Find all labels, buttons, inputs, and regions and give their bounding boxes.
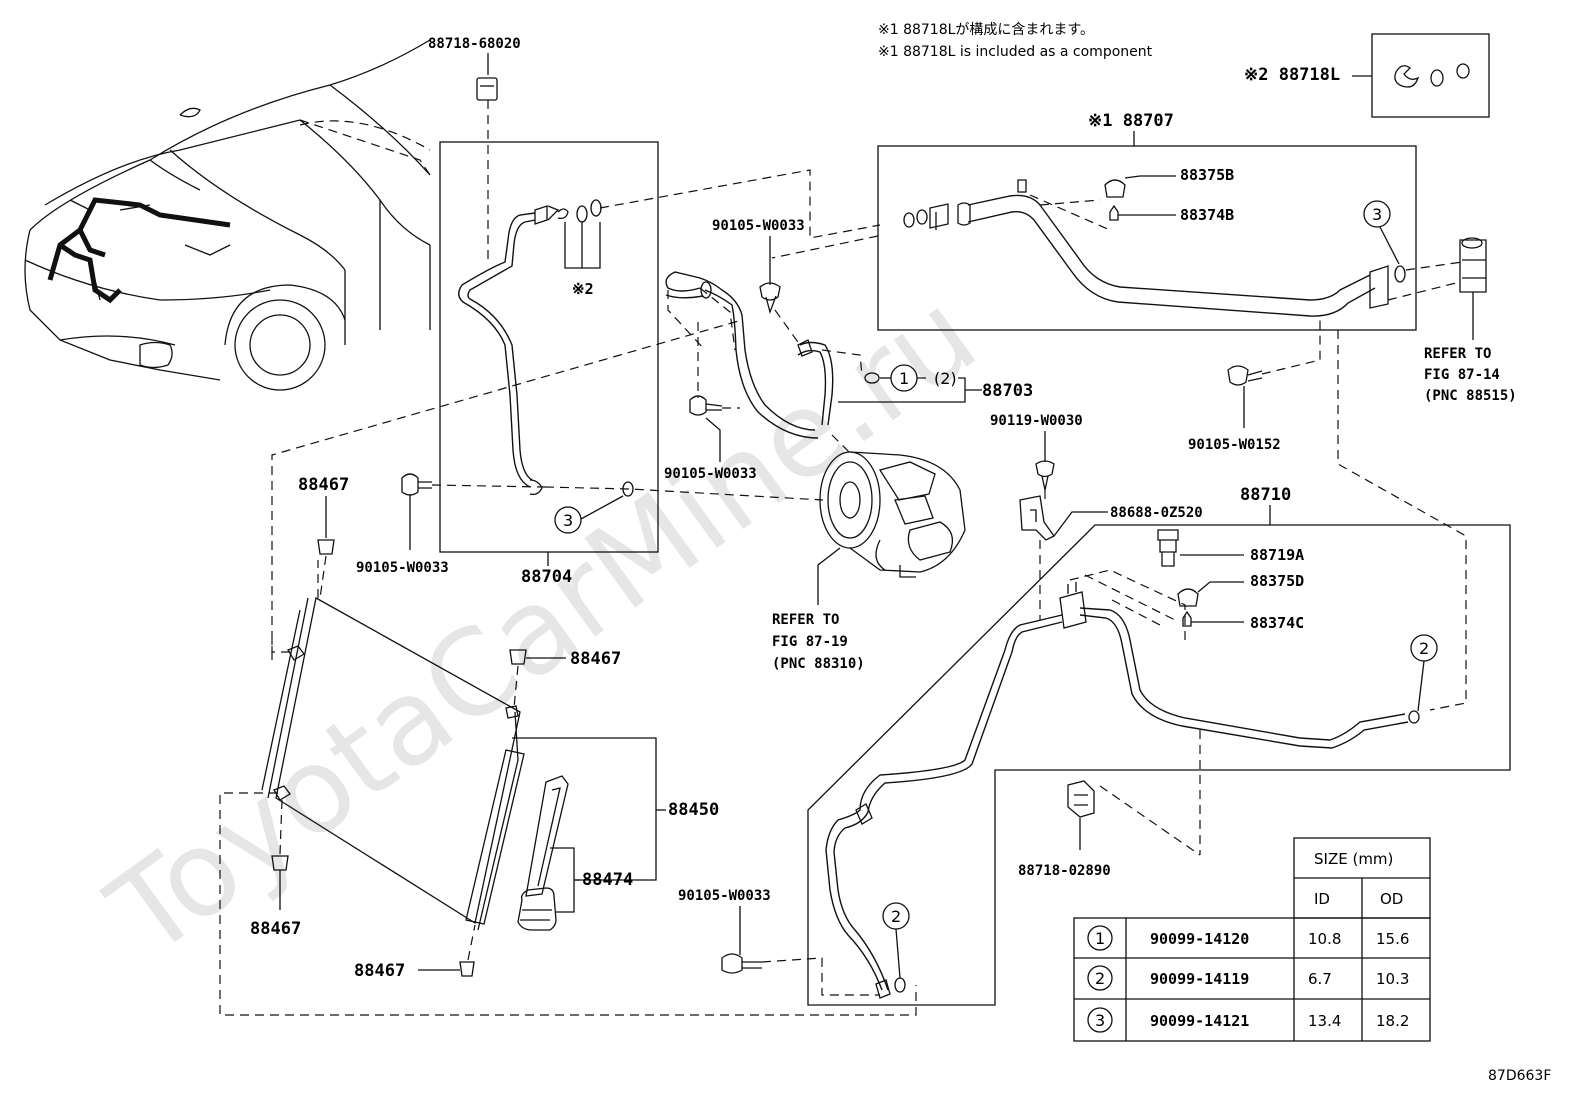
label-88467-a: 88467 (298, 475, 349, 495)
condenser (219, 319, 917, 1016)
size-table-row: 1 90099-14120 10.8 15.6 (1087, 925, 1409, 951)
part-88474: 88474 (517, 775, 633, 931)
label-88467-b: 88467 (570, 649, 621, 669)
part-88467-a: 88467 (298, 475, 349, 599)
callout-2b-text: 2 (891, 907, 901, 926)
part-88710: 88710 2 2 (807, 485, 1511, 1006)
callout-1-text: 1 (899, 369, 909, 388)
part-88718-02890: 88718-02890 (1018, 780, 1111, 879)
label-88374B: 88374B (1180, 206, 1234, 224)
label-88718L: ※2 88718L (1244, 65, 1340, 85)
label-90119-W0030: 90119-W0030 (990, 413, 1083, 429)
vehicle-illustration (24, 39, 431, 391)
row-part: 90099-14119 (1150, 970, 1249, 988)
callout-3b (1363, 200, 1391, 228)
bolt-90105-W0152: 90105-W0152 (1188, 318, 1321, 453)
part-88450: 88450 (512, 737, 719, 881)
part-88688-0Z520: 88688-0Z520 (1019, 495, 1203, 620)
label-90105-W0033-d: 90105-W0033 (678, 888, 771, 904)
part-88467-b: 88467 (509, 649, 621, 709)
row-od: 18.2 (1376, 1012, 1409, 1030)
part-88703: 1 (2) 88703 (665, 271, 1033, 439)
callout-2a-text: 2 (1419, 639, 1429, 658)
label-88703: 88703 (982, 381, 1033, 401)
part-88718-68020: 88718-68020 (428, 36, 521, 265)
row-part: 90099-14121 (1150, 1012, 1249, 1030)
row-id: 6.7 (1308, 970, 1332, 988)
label-88703-qty: (2) (934, 369, 957, 388)
size-table-title: SIZE (mm) (1314, 850, 1393, 868)
label-90105-W0033-c: 90105-W0033 (664, 466, 757, 482)
figure-code: 87D663F (1488, 1068, 1551, 1084)
part-88707: ※1 88707 3 88375B 88374B (877, 111, 1417, 331)
size-table: SIZE (mm) ID OD 1 90099-14120 10.8 15.6 … (1073, 837, 1431, 1042)
label-88710: 88710 (1240, 485, 1291, 505)
label-88467-c: 88467 (250, 919, 301, 939)
bolt-90105-W0033-mid: 90105-W0033 (664, 322, 757, 482)
refer-fig-87-14: REFER TO FIG 87-14 (PNC 88515) (1424, 346, 1517, 404)
part-88719A: 88719A (1157, 529, 1304, 567)
refer-fig-87-19: REFER TO FIG 87-19 (PNC 88310) (772, 612, 865, 672)
row-id: 13.4 (1308, 1012, 1341, 1030)
label-90105-W0033-b: 90105-W0033 (712, 218, 805, 234)
callout-3 (554, 506, 582, 534)
label-90105-W0033-a: 90105-W0033 (356, 560, 449, 576)
bolt-90119-W0030: 90119-W0030 (990, 413, 1083, 500)
label-88719A: 88719A (1250, 546, 1304, 564)
part-88467-c: 88467 (250, 799, 301, 939)
label-88450: 88450 (668, 800, 719, 820)
label-88688: 88688-0Z520 (1110, 505, 1203, 521)
row-mark: 3 (1095, 1011, 1105, 1030)
part-88375D: 88375D (1177, 572, 1304, 607)
bolt-90105-W0033-upper: 90105-W0033 (712, 218, 805, 346)
expansion-valve: REFER TO FIG 87-14 (PNC 88515) (1387, 237, 1517, 404)
row-id: 10.8 (1308, 930, 1341, 948)
label-88718-02890: 88718-02890 (1018, 863, 1111, 879)
watermark: ToyotaCarMine.ru (85, 265, 1001, 983)
label-88374C: 88374C (1250, 614, 1304, 632)
label-90105-W0152: 90105-W0152 (1188, 437, 1281, 453)
label-88718-68020: 88718-68020 (428, 36, 521, 52)
bolt-90105-W0033-left: 90105-W0033 (356, 473, 546, 576)
size-table-col-od: OD (1380, 890, 1403, 908)
part-88374C: 88374C (1182, 610, 1304, 632)
row-mark: 2 (1095, 969, 1105, 988)
size-table-row: 2 90099-14119 6.7 10.3 (1087, 965, 1409, 991)
row-od: 10.3 (1376, 970, 1409, 988)
label-88375B: 88375B (1180, 166, 1234, 184)
label-88375D: 88375D (1250, 572, 1304, 590)
row-part: 90099-14120 (1150, 930, 1249, 948)
part-88718L: ※2 88718L (1244, 33, 1490, 118)
row-od: 15.6 (1376, 930, 1409, 948)
label-mark2: ※2 (572, 280, 594, 298)
part-88467-d: 88467 (354, 924, 476, 981)
label-88704: 88704 (521, 567, 572, 587)
row-mark: 1 (1095, 929, 1105, 948)
note-en: ※1 88718L is included as a component (878, 44, 1153, 60)
size-table-row: 3 90099-14121 13.4 18.2 (1087, 1007, 1409, 1033)
size-table-col-id: ID (1314, 890, 1330, 908)
callout-3b-text: 3 (1372, 205, 1382, 224)
label-88707: ※1 88707 (1088, 111, 1174, 131)
bolt-90105-W0033-lower: 90105-W0033 (678, 888, 880, 996)
compressor: REFER TO FIG 87-19 (PNC 88310) (772, 434, 966, 672)
callout-3-text: 3 (563, 511, 573, 530)
note-jp: ※1 88718Lが構成に含まれます。 (878, 22, 1094, 38)
label-88474: 88474 (582, 870, 633, 890)
label-88467-d: 88467 (354, 961, 405, 981)
